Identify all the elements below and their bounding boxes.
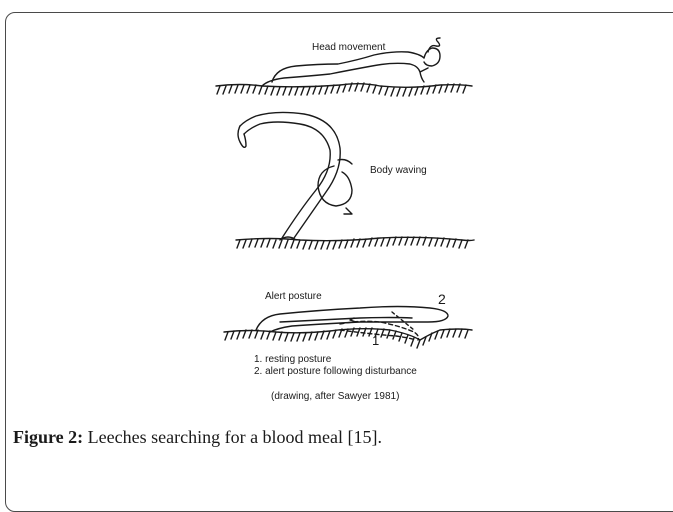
resting-marker: 1 — [372, 333, 379, 348]
leech-behaviour-drawing: Head movement Body waving Alert posture … — [0, 0, 673, 420]
alert-posture-label: Alert posture — [265, 291, 322, 302]
leech-body — [262, 63, 424, 86]
ground-line — [216, 84, 472, 88]
waving-indicator — [318, 166, 352, 206]
alert-marker: 2 — [438, 291, 446, 307]
body-waving-panel — [236, 112, 474, 249]
figure-caption: Figure 2: Leeches searching for a blood … — [13, 427, 382, 448]
leech-body — [244, 122, 330, 238]
legend-resting: 1. resting posture — [254, 354, 332, 365]
alert-posture-panel — [224, 307, 472, 349]
legend-alert: 2. alert posture following disturbance — [254, 366, 417, 377]
figure-label: Figure 2: — [13, 427, 83, 447]
head-movement-label: Head movement — [312, 42, 386, 53]
body-waving-label: Body waving — [370, 165, 427, 176]
figure-caption-text: Leeches searching for a blood meal [15]. — [83, 427, 382, 447]
drawing-credit: (drawing, after Sawyer 1981) — [271, 391, 399, 402]
